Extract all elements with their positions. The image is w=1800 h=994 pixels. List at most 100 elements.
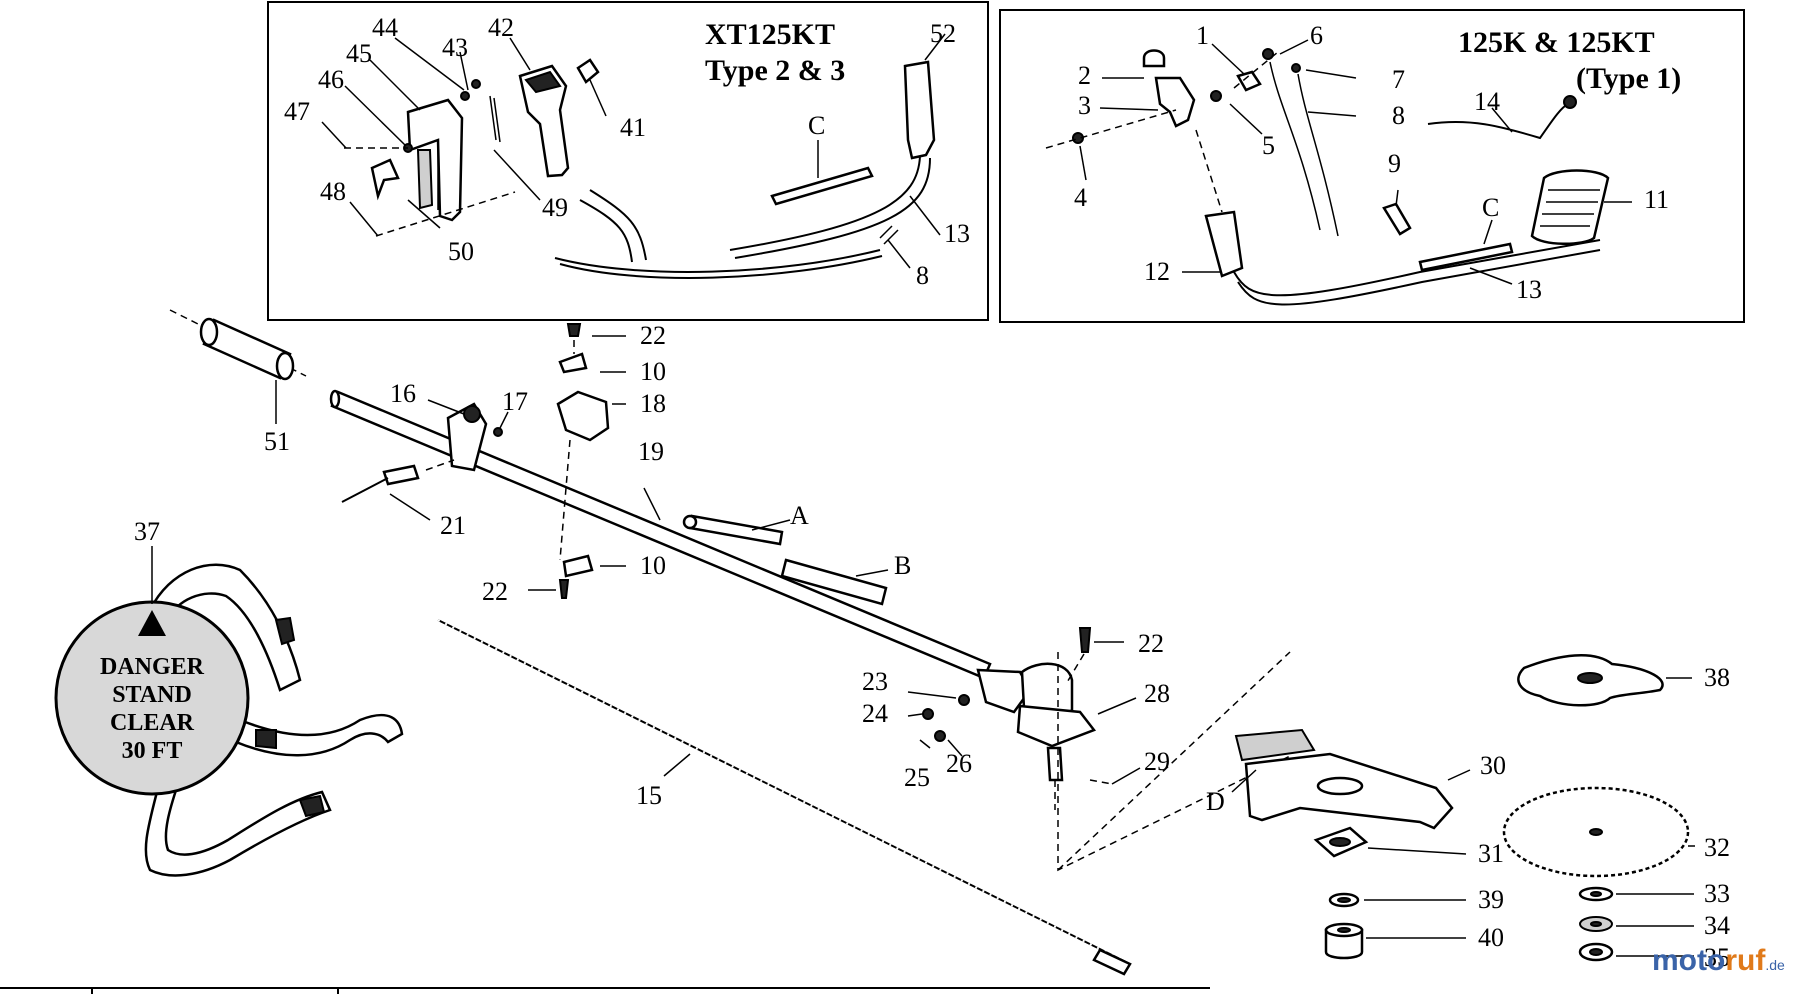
trigger-lever-part-50	[370, 158, 400, 201]
callout-49: 49	[542, 193, 568, 222]
callout-b: B	[894, 551, 911, 580]
callout-47: 47	[284, 97, 310, 126]
callout-13-left: 13	[944, 219, 970, 248]
trigger-housing-part-45	[406, 98, 464, 222]
nut-part-40	[1324, 928, 1364, 960]
callout-41: 41	[620, 113, 646, 142]
callout-37: 37	[134, 517, 160, 546]
callout-30: 30	[1480, 751, 1506, 780]
callout-46: 46	[318, 65, 344, 94]
xt125kt-inset-panel: XT125KT Type 2 & 3	[267, 1, 989, 321]
callout-38: 38	[1704, 663, 1730, 692]
callout-2: 2	[1078, 61, 1091, 90]
decal-a	[688, 514, 784, 546]
callout-a: A	[790, 501, 809, 530]
main-assembly: 51 19 16 17 21 22 10 18	[169, 309, 1730, 976]
shield-part-d	[1234, 728, 1316, 762]
callout-35: 35	[1704, 943, 1730, 972]
decal-c-left	[770, 166, 874, 206]
danger-sign-line-3: CLEAR	[110, 710, 195, 736]
decal-c-right	[1418, 242, 1514, 272]
callout-17: 17	[502, 387, 528, 416]
callout-33: 33	[1704, 879, 1730, 908]
callout-19: 19	[638, 437, 664, 466]
callout-7: 7	[1392, 65, 1405, 94]
callout-42: 42	[488, 13, 514, 42]
callout-26: 26	[946, 749, 972, 778]
callout-25: 25	[904, 763, 930, 792]
coupler-part-23	[976, 668, 1032, 714]
callout-1: 1	[1196, 21, 1209, 50]
washer-part-9	[1382, 202, 1412, 236]
callout-22-head: 22	[1138, 629, 1164, 658]
callout-45: 45	[346, 39, 372, 68]
callout-4: 4	[1074, 183, 1087, 212]
callout-39: 39	[1478, 885, 1504, 914]
watermark-logo: motoruf.de	[1652, 944, 1785, 977]
grip-part-11	[1530, 169, 1610, 246]
handle-part-12	[1204, 210, 1244, 278]
footer-strip	[0, 987, 1210, 994]
callout-22-top: 22	[640, 321, 666, 350]
callout-10-top: 10	[640, 357, 666, 386]
callout-48: 48	[320, 177, 346, 206]
callout-18: 18	[640, 389, 666, 418]
callout-29: 29	[1144, 747, 1170, 776]
gear-plate-part-28	[1016, 704, 1097, 748]
bracket-part-3	[1154, 76, 1196, 128]
callout-d: D	[1206, 787, 1225, 816]
bracket-part-10-bottom	[562, 554, 594, 578]
callout-13-right: 13	[1516, 275, 1542, 304]
callout-40: 40	[1478, 923, 1504, 952]
inset-title-type: Type 2 & 3	[705, 54, 845, 87]
shaft-tip-part-15	[1092, 948, 1132, 976]
drive-tube-part-19	[330, 390, 992, 680]
inset-title-model: XT125KT	[705, 18, 835, 51]
125k-inset-panel: 125K & 125KT (Type 1)	[999, 9, 1745, 323]
callout-10-bottom: 10	[640, 551, 666, 580]
cap-part-2	[1142, 49, 1166, 68]
callout-15: 15	[636, 781, 662, 810]
callout-8-left: 8	[916, 261, 929, 290]
throttle-handle-part-42	[518, 64, 570, 178]
callout-22-bottom: 22	[482, 577, 508, 606]
callout-16: 16	[390, 379, 416, 408]
inset-title-model-right: 125K & 125KT	[1458, 26, 1655, 59]
callout-21: 21	[440, 511, 466, 540]
callout-31: 31	[1478, 839, 1504, 868]
callout-3: 3	[1078, 91, 1091, 120]
callout-44: 44	[372, 13, 398, 42]
callout-9: 9	[1388, 149, 1401, 178]
danger-sign-line-2: STAND	[112, 682, 192, 708]
decal-b	[780, 558, 888, 606]
callout-6: 6	[1310, 21, 1323, 50]
danger-sign-line-1: DANGER	[100, 654, 205, 680]
callout-12: 12	[1144, 257, 1170, 286]
danger-sign-line-4: 30 FT	[122, 738, 183, 764]
callout-5: 5	[1262, 131, 1275, 160]
bolt-part-21	[382, 464, 420, 486]
callout-23: 23	[862, 667, 888, 696]
callout-43: 43	[442, 33, 468, 62]
callout-14: 14	[1474, 87, 1500, 116]
clip-part-41	[576, 58, 600, 84]
harness-part-37: DANGER STAND CLEAR 30 FT 37	[54, 517, 404, 877]
grip-part-52	[903, 60, 936, 160]
callout-28: 28	[1144, 679, 1170, 708]
svg-text:motoruf.de: motoruf.de	[1652, 944, 1785, 977]
callout-50: 50	[448, 237, 474, 266]
callout-32: 32	[1704, 833, 1730, 862]
callout-51: 51	[264, 427, 290, 456]
callout-8-right: 8	[1392, 101, 1405, 130]
bracket-part-10-top	[558, 352, 588, 374]
callout-34: 34	[1704, 911, 1730, 940]
clamp-part-1	[1236, 70, 1262, 92]
inset-title-type-right: (Type 1)	[1576, 62, 1681, 95]
spindle-part-28	[1046, 746, 1064, 782]
callout-c-right: C	[1482, 193, 1499, 222]
callout-52: 52	[930, 19, 956, 48]
callout-c-left: C	[808, 111, 825, 140]
callout-11: 11	[1644, 185, 1669, 214]
callout-24: 24	[862, 699, 888, 728]
